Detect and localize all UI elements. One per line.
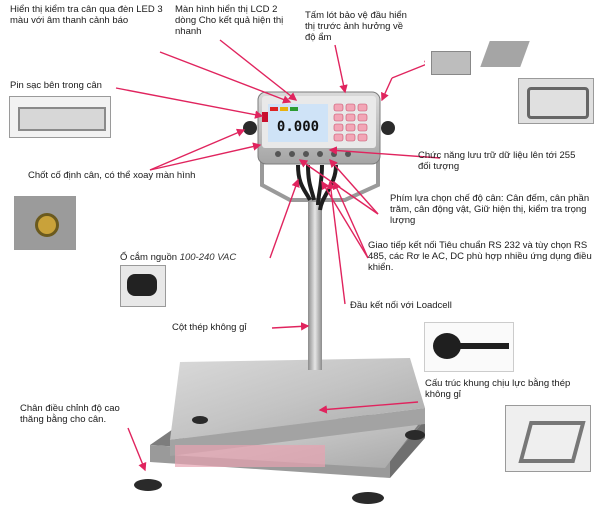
label-battery: Pin sạc bên trong cân — [10, 80, 102, 91]
label-comm: Giao tiếp kết nối Tiêu chuẩn RS 232 và t… — [368, 240, 592, 273]
label-column: Cột thép không gỉ — [172, 322, 247, 333]
power-socket-icon — [127, 274, 157, 296]
lock-knob-right — [381, 121, 395, 135]
battery-thumbnail — [9, 96, 111, 138]
cover-closeup-thumbnail — [518, 78, 594, 124]
callout-arrows — [115, 39, 441, 472]
label-memory: Chức năng lưu trữ dữ liệu lên tới 255 đố… — [418, 150, 576, 172]
label-lcd: Màn hình hiển thị LCD 2 dòng Cho kết quả… — [175, 4, 284, 37]
adjustable-feet — [134, 416, 425, 504]
label-modes: Phím lựa chọn chế độ cân: Cân đếm, cân p… — [390, 193, 590, 226]
cables — [296, 164, 338, 211]
label-feet: Chân điều chỉnh độ cao thăng bằng cho câ… — [20, 403, 120, 425]
keypad — [333, 103, 368, 142]
led-indicator-green — [290, 107, 298, 111]
label-cover: Tấm lót bảo vệ đầu hiển thị trước ảnh hư… — [305, 10, 407, 43]
loadcell-connector-icon — [433, 333, 461, 359]
led-indicator-red — [270, 107, 278, 111]
label-led: Hiển thị kiểm tra cân qua đèn LED 3 màu … — [10, 4, 163, 26]
brand-label-blurred — [175, 445, 325, 467]
label-lock: Chốt cố định cân, có thể xoay màn hình — [28, 170, 196, 181]
frame-thumbnail — [505, 405, 591, 472]
cover-thumbnail — [425, 35, 530, 83]
label-power-voltage: 100-240 VAC — [179, 252, 237, 263]
stainless-column — [308, 200, 322, 370]
label-loadcell: Đầu kết nối với Loadcell — [350, 300, 452, 311]
led-indicator-yellow — [280, 107, 288, 111]
lock-pin-thumbnail — [14, 196, 76, 250]
loadcell-thumbnail — [424, 322, 514, 372]
brand-logo — [262, 112, 268, 122]
power-socket-thumbnail — [120, 265, 166, 307]
lock-knob-left — [243, 121, 257, 135]
weighing-platform — [150, 358, 425, 478]
lock-pin-icon — [35, 213, 59, 237]
label-frame: Cấu trúc khung chịu lực bằng thép không … — [425, 378, 571, 400]
label-power-main: Ổ cắm nguồn — [120, 252, 178, 263]
lcd-reading: 0.000 — [277, 119, 319, 135]
label-power: Ổ cắm nguồn 100-240 VAC — [120, 252, 280, 263]
indicator-head: 0.000 — [243, 91, 395, 165]
function-keys — [275, 151, 351, 157]
